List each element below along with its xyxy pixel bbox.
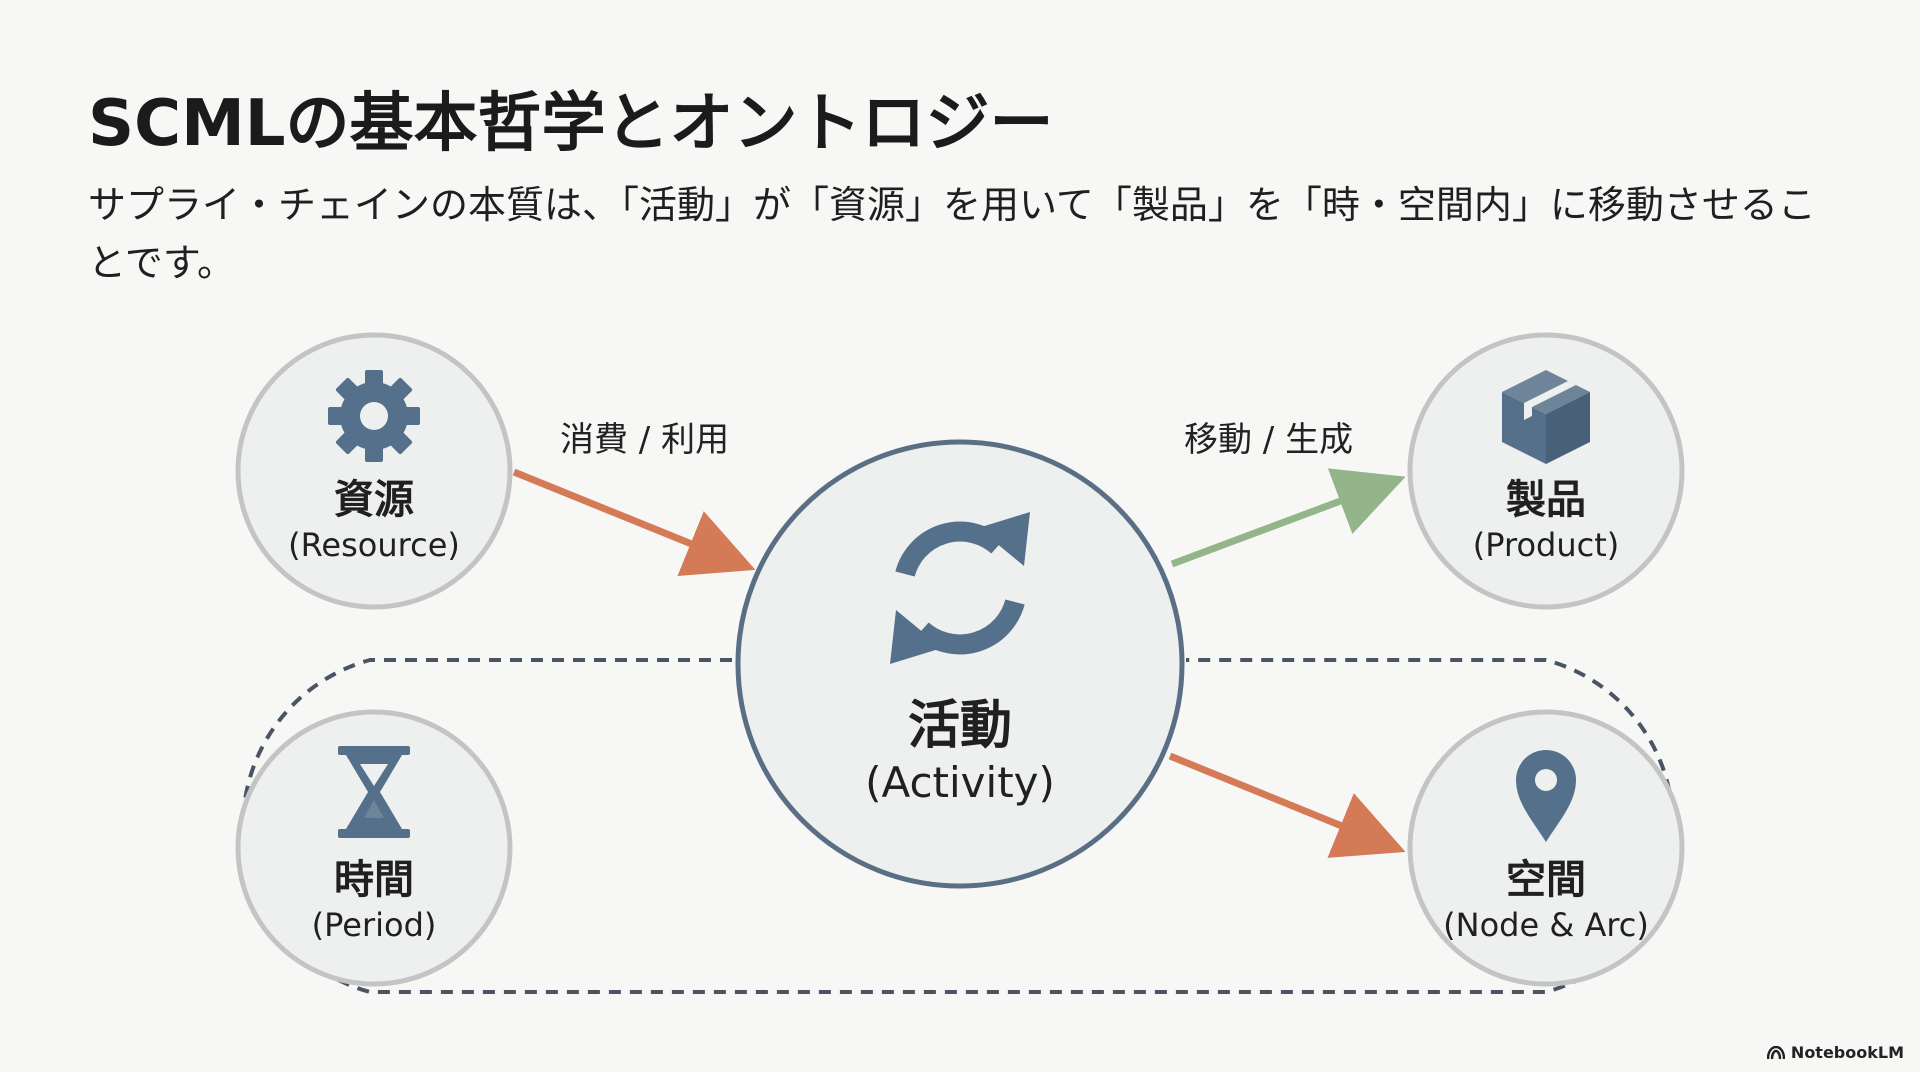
move-arrow [1170, 468, 1406, 568]
brand-logo: NotebookLM [1766, 1043, 1904, 1062]
locate-arrow [1168, 752, 1406, 858]
consume-edge-label: 消費 / 利用 [560, 420, 730, 460]
time-space-boundary [241, 658, 1675, 994]
gear-icon [328, 370, 420, 462]
period-node [235, 709, 513, 987]
period-label-jp: 時間 [334, 857, 414, 903]
activity-label-jp: 活動 [907, 696, 1012, 756]
resource-label-en: (Resource) [288, 526, 460, 564]
space-label-en: (Node & Arc) [1443, 906, 1649, 944]
product-label: 製品 (Product) [1446, 476, 1646, 566]
space-label-jp: 空間 [1506, 857, 1586, 903]
move-edge-label: 移動 / 生成 [1184, 420, 1354, 460]
period-label: 時間 (Period) [274, 856, 474, 946]
consume-arrow [512, 468, 756, 577]
space-label: 空間 (Node & Arc) [1426, 856, 1666, 946]
subtitle: サプライ・チェインの本質は、「活動」が「資源」を用いて「製品」を「時・空間内」に… [88, 183, 1816, 285]
notebooklm-icon [1766, 1045, 1785, 1059]
product-label-en: (Product) [1472, 526, 1620, 564]
page-title: SCMLの基本哲学とオントロジー [88, 87, 1054, 161]
brand-name: NotebookLM [1790, 1043, 1904, 1062]
activity-label: 活動 (Activity) [820, 696, 1100, 810]
cycle-arrows-icon [890, 512, 1030, 664]
box-icon [1502, 370, 1590, 464]
product-label-jp: 製品 [1506, 477, 1586, 523]
activity-label-en: (Activity) [865, 758, 1055, 807]
location-pin-icon [1516, 750, 1576, 842]
resource-node [235, 332, 513, 610]
period-label-en: (Period) [311, 906, 437, 944]
resource-label-jp: 資源 [334, 477, 414, 523]
activity-node [735, 439, 1185, 889]
resource-label: 資源 (Resource) [274, 476, 474, 566]
space-node [1407, 709, 1685, 987]
hourglass-icon [338, 746, 410, 838]
product-node [1407, 332, 1685, 610]
